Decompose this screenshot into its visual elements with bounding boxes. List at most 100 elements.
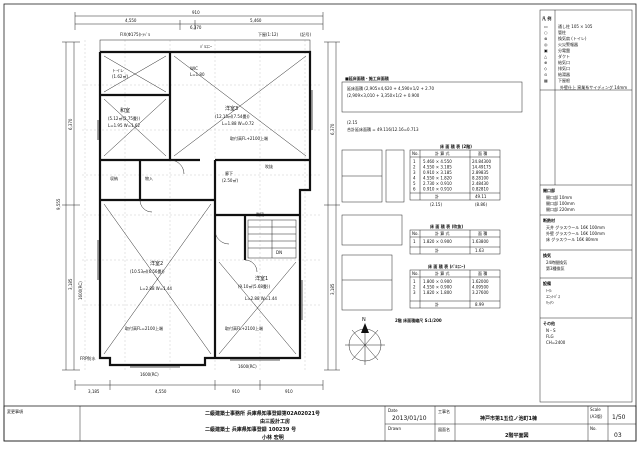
table-cell-area: 24.84300	[472, 159, 492, 164]
table1-h-area: 面 積	[478, 150, 487, 156]
tb-drawing-label: 図面名	[438, 426, 450, 432]
table2-h-no: No.	[412, 231, 419, 236]
top-dim-total: 910	[192, 10, 200, 15]
legend-section-line: 第3種換気	[546, 265, 565, 271]
room-hall-area: (2.50㎡)	[222, 177, 238, 183]
label-bottom-left1: FRP防水	[80, 355, 96, 361]
legend-section-line: 開口部 220mm	[546, 206, 575, 212]
tb-office-line: 二級建築士事務所 兵庫県知事登録第02A02021号	[205, 410, 320, 417]
table1-sub-value: (8.86)	[475, 202, 487, 207]
table1-h-no: No.	[412, 151, 419, 156]
table-cell-area: 2.89835	[472, 170, 489, 175]
detail-box-2	[385, 149, 405, 203]
area-calc-line1: 延床面積 (2,905×4,620 + 4,590×1/2 + 2.70	[347, 85, 434, 91]
table3-h-area: 面 積	[478, 270, 487, 276]
table-cell-no: 6	[413, 187, 416, 192]
label-bottom-center: 1600(RC)	[140, 372, 159, 377]
top-dim-3: 6,370	[190, 25, 202, 30]
top-dim-1: 4,550	[125, 18, 137, 23]
detail-box-4	[341, 254, 393, 311]
legend-symbol: ⊙	[544, 72, 547, 77]
legend-items: ▭通し柱 105 × 105○管柱⊗換気扇 (トイレ)◎火災警報器▣分電盤△ダク…	[544, 23, 593, 83]
table-cell-area: 2.48430	[472, 181, 489, 186]
table-cell-formula: 0.910 × 0.910	[423, 187, 452, 192]
table-cell-area: 1.63800	[472, 239, 489, 244]
room-west-note: 取付高FL=2100上端	[125, 325, 163, 331]
tb-scale-label: Scale	[590, 407, 601, 412]
tb-no-label: No.	[590, 426, 597, 431]
legend-section-line: ﾄｲﾚ	[546, 288, 552, 293]
table-cell-area: 0.82810	[472, 187, 489, 192]
table-cell-no: 5	[413, 181, 416, 186]
tb-date-value: 2013/01/10	[392, 415, 427, 422]
table2-h-area: 面 積	[478, 230, 487, 236]
table-cell-area: 3.27600	[472, 290, 489, 295]
table1-total-label: 計	[435, 193, 439, 199]
legend-item-label: 通し柱 105 × 105	[558, 23, 593, 29]
table3-title: 床 面 積 表 (ﾊﾞﾙｺﾆｰ)	[428, 263, 465, 269]
legend-item-label: 排気口	[558, 65, 570, 71]
table-cell-no: 3	[413, 170, 416, 175]
table1-title: 床 面 積 表 (2階)	[440, 143, 472, 149]
tb-company-label: 変更事項	[7, 408, 23, 414]
room-west-title: 洋室2	[150, 260, 163, 267]
legend-section-line: 24時間換気	[546, 259, 567, 265]
bottom-dim-4: 910	[285, 389, 293, 394]
scale-note: 2階 床面積縮尺 S:1/200	[395, 317, 442, 323]
table-cell-formula: 1.800 × 0.900	[423, 279, 452, 284]
table3-total-value: 8.99	[475, 302, 484, 307]
legend-section-line: 外壁 グラスウール 16K 100mm	[546, 230, 605, 236]
room-closet2: 収納	[110, 175, 118, 181]
room-toilet-label: トイレ	[112, 68, 124, 73]
top-dim-2: 5,460	[250, 18, 262, 23]
tb-no-value: 03	[614, 432, 622, 439]
legend-s3-title: 断熱材	[543, 217, 555, 223]
legend-section-line: 天井 グラスウール 16K 100mm	[546, 224, 605, 230]
legend-item-label: 管柱	[558, 29, 566, 35]
room-stair-down: DN	[276, 250, 282, 255]
table-cell-formula: 1.820 × 0.900	[423, 239, 452, 244]
legend-symbol: ▭	[544, 24, 548, 29]
tb-drawn-label: Drawn	[388, 426, 401, 431]
label-roof: 下屋(1:12)	[258, 31, 279, 37]
room-east-title: 洋室1	[255, 275, 268, 282]
label-entrance: 吹抜	[265, 163, 273, 169]
area-calc-sub-line: 合計延床面積 = 49.116/12.16=0.713	[347, 126, 419, 132]
room-east-area: (9.10㎡(5.68畳))	[238, 283, 270, 289]
area-calc-title: ■延床面積・施工床面積	[345, 75, 390, 81]
table1-total-value: 49.11	[475, 194, 487, 199]
room-west-area: (10.53㎡(6.56畳))	[130, 268, 165, 274]
legend-section-line: ﾕﾆｯﾄﾊﾞｽ	[546, 294, 560, 299]
table3-h-formula: 計 算 式	[435, 270, 450, 276]
room-ldk-lv: L=1.88 W=0.72	[222, 121, 254, 126]
legend-symbol: ▣	[544, 48, 548, 53]
tb-project-value: 神戸市第1五位ノ池町1棟	[480, 415, 538, 422]
table-cell-no: 3	[413, 290, 416, 295]
exterior-wall	[98, 50, 312, 367]
table-cell-formula: 2.730 × 0.910	[423, 181, 452, 186]
table-cell-formula: 4.550 × 3.185	[423, 165, 452, 170]
legend-section-line: 床 グラスウール 16K 80mm	[546, 236, 598, 242]
room-ldk-note: 取付高FL+2100上端	[230, 135, 268, 141]
table-cell-no: 2	[413, 285, 416, 290]
right-dim-2: 3,185	[330, 283, 335, 295]
table1-sub-label: (2.15)	[430, 202, 442, 207]
table2-total-label: 計	[435, 247, 439, 253]
tb-scale-value: 1/50	[612, 414, 626, 421]
label-fix1: FIX(Φ175)ﾄﾗﾍﾞﾙ	[120, 32, 150, 37]
left-dim-total: 9,555	[56, 198, 61, 210]
bottom-dim-2: 4,550	[155, 389, 167, 394]
legend-heading: 凡 例	[542, 15, 551, 21]
table-cell-formula: 1.820 × 1.800	[423, 290, 452, 295]
label-mark: (記号)	[300, 31, 312, 37]
legend-symbol: ◎	[544, 42, 548, 47]
room-toilet-lv: (1.62㎡)	[112, 73, 128, 79]
